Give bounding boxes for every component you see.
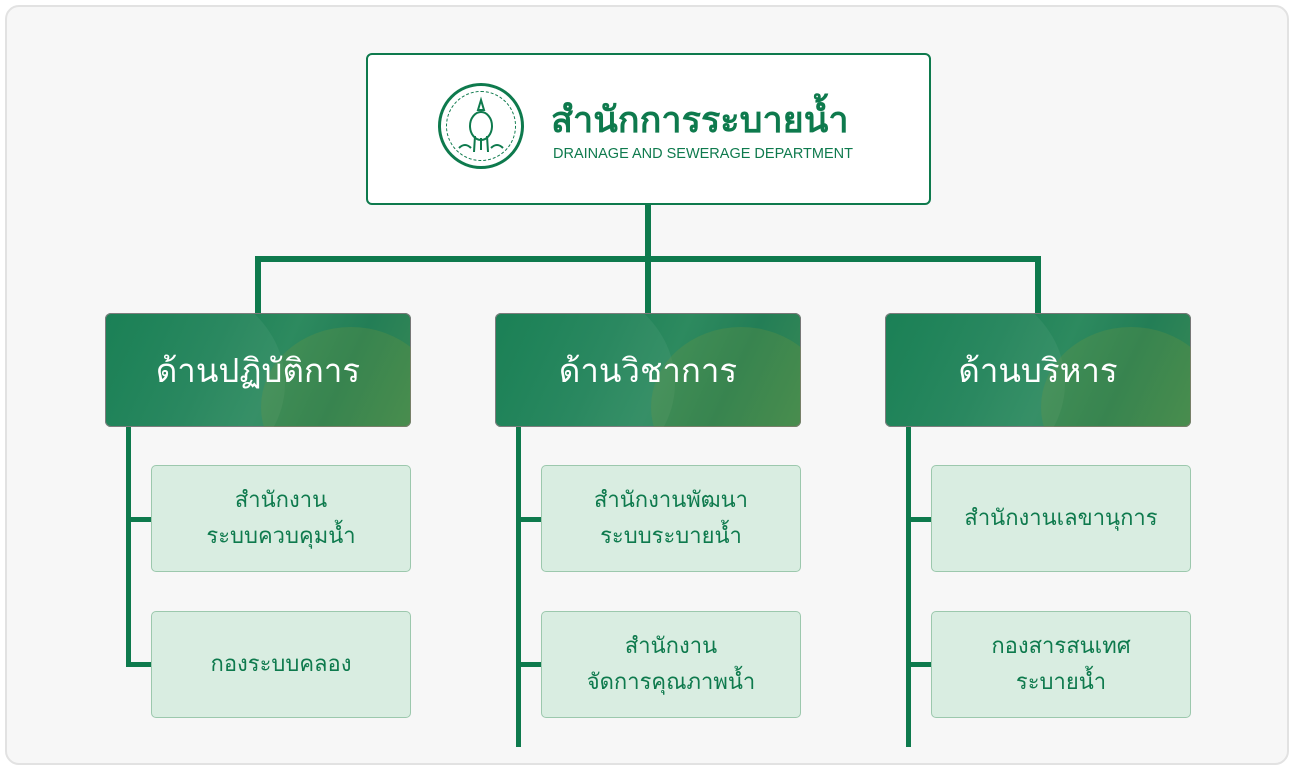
- bangkok-seal-logo: [438, 83, 524, 169]
- division-administration: ด้านบริหาร: [885, 313, 1191, 427]
- unit-box: กองสารสนเทศ ระบายน้ำ: [931, 611, 1191, 718]
- branch-connector: [906, 662, 931, 667]
- unit-box: สำนักงาน จัดการคุณภาพน้ำ: [541, 611, 801, 718]
- unit-box: สำนักงานพัฒนา ระบบระบายน้ำ: [541, 465, 801, 572]
- unit-box: สำนักงานเลขานุการ: [931, 465, 1191, 572]
- division-technical: ด้านวิชาการ: [495, 313, 801, 427]
- division-operations: ด้านปฏิบัติการ: [105, 313, 411, 427]
- branch-connector: [516, 517, 541, 522]
- column-1-spine: [126, 427, 131, 667]
- drop-connector-2: [645, 256, 651, 314]
- column-2-spine: [516, 427, 521, 747]
- unit-box: สำนักงาน ระบบควบคุมน้ำ: [151, 465, 411, 572]
- trunk-connector: [645, 205, 651, 261]
- column-3-spine: [906, 427, 911, 747]
- department-name-english: DRAINAGE AND SEWERAGE DEPARTMENT: [553, 146, 853, 162]
- department-node: สำนักการระบายน้ำ DRAINAGE AND SEWERAGE D…: [366, 53, 931, 205]
- drop-connector-1: [255, 256, 261, 314]
- unit-box: กองระบบคลอง: [151, 611, 411, 718]
- division-title: ด้านปฏิบัติการ: [155, 350, 361, 390]
- division-title: ด้านวิชาการ: [558, 350, 738, 390]
- drop-connector-3: [1035, 256, 1041, 314]
- branch-connector: [126, 662, 151, 667]
- branch-connector: [906, 517, 931, 522]
- department-name-thai: สำนักการระบายน้ำ: [551, 100, 849, 141]
- division-title: ด้านบริหาร: [958, 350, 1118, 390]
- branch-connector: [516, 662, 541, 667]
- branch-connector: [126, 517, 151, 522]
